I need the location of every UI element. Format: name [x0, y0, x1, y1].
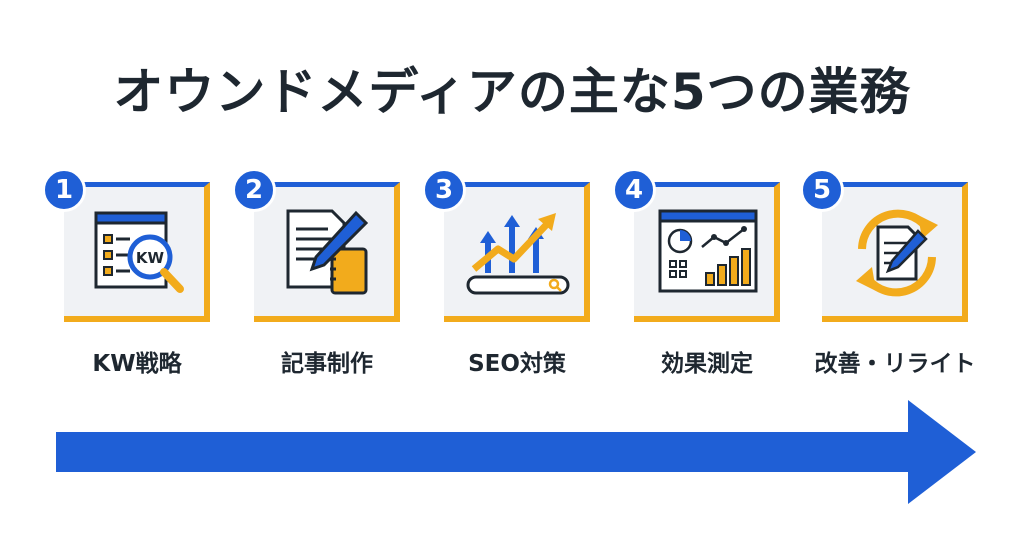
icon-kw-text: KW — [136, 249, 165, 267]
step-1: 1 KW KW戦略 — [42, 168, 212, 398]
step-number-badge: 3 — [422, 168, 466, 212]
step-card — [444, 182, 590, 322]
step-card — [634, 182, 780, 322]
analytics-dashboard-icon — [654, 203, 764, 303]
right-arrow-icon — [56, 400, 976, 504]
step-number-badge: 2 — [232, 168, 276, 212]
step-number-badge: 5 — [800, 168, 844, 212]
refresh-document-icon — [842, 203, 952, 303]
step-label: 改善・リライト — [814, 351, 976, 377]
rising-chart-search-icon — [464, 203, 574, 303]
step-label: 記事制作 — [281, 351, 373, 377]
step-2: 2 記事制作 — [232, 168, 402, 398]
step-number-badge: 4 — [612, 168, 656, 212]
step-card — [822, 182, 968, 322]
step-card: KW — [64, 182, 210, 322]
step-card — [254, 182, 400, 322]
step-number-badge: 1 — [42, 168, 86, 212]
step-5: 5 改善・リライト — [800, 168, 976, 398]
step-label: 効果測定 — [661, 351, 753, 377]
keyword-search-icon: KW — [84, 203, 194, 303]
step-label: KW戦略 — [92, 351, 182, 377]
step-3: 3 SEO対策 — [422, 168, 592, 398]
page-title: オウンドメディアの主な5つの業務 — [113, 63, 911, 121]
document-pen-icon — [274, 203, 384, 303]
step-label: SEO対策 — [468, 351, 566, 377]
step-4: 4 — [612, 168, 782, 398]
